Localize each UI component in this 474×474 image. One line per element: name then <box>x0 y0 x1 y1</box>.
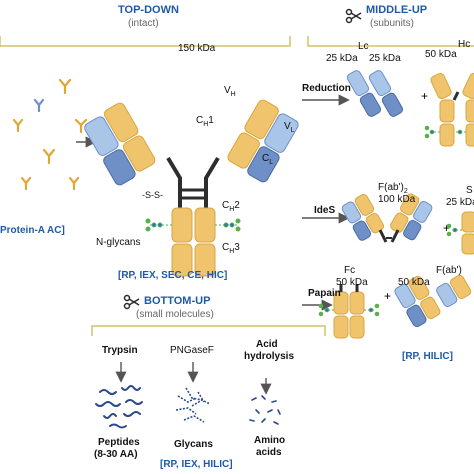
scissors-icon-bottom <box>123 294 140 310</box>
svg-text:+: + <box>384 289 391 303</box>
ch3-label: CH3 <box>222 242 240 256</box>
lc-label: Lc <box>358 41 369 52</box>
bottom-up-subtitle: (small molecules) <box>136 309 214 320</box>
amino-acids-dots <box>249 395 281 425</box>
intact-mass: 150 kDa <box>178 43 216 54</box>
glycan-left <box>145 218 172 232</box>
cl-label: CL <box>262 153 274 167</box>
light-chain-fragment-2 <box>368 70 404 117</box>
acid-label: Acid <box>256 339 278 350</box>
acids-label: acids <box>256 447 282 458</box>
glycans-cluster <box>175 387 211 423</box>
n-glycans-label: N-glycans <box>96 237 141 248</box>
svg-text:+: + <box>421 89 428 103</box>
protein-a-antibody-blue <box>33 98 45 113</box>
glycans-label: Glycans <box>174 439 213 450</box>
intact-antibody <box>84 99 299 277</box>
protein-a-antibodies <box>12 78 88 191</box>
bottom-up-title: BOTTOM-UP <box>144 295 211 307</box>
bottom-up-methods: [RP, IEX, HILIC] <box>160 459 233 470</box>
fc-fragment <box>318 284 380 339</box>
vl-label: VL <box>284 121 295 135</box>
fab-fragment <box>394 275 441 328</box>
scfc-label: S <box>466 185 473 196</box>
top-down-subtitle: (intact) <box>128 18 159 29</box>
peptides-range: (8-30 AA) <box>94 449 138 460</box>
heavy-chain-fragment <box>424 72 474 147</box>
svg-text:+: + <box>443 221 450 235</box>
disulfide-label: -S-S- <box>142 190 163 200</box>
protein-a-label: Protein-A AC] <box>0 225 65 236</box>
fab2-fragment <box>341 193 433 243</box>
fab-fragment-2 <box>436 274 472 308</box>
peptides-squiggles <box>95 385 143 429</box>
light-chain-fragment <box>346 70 382 117</box>
glycan-right <box>215 218 241 232</box>
scfc-fragment <box>446 211 474 255</box>
fc-mass: 50 kDa <box>336 277 368 288</box>
hydrolysis-label: hydrolysis <box>244 351 295 362</box>
fab-label: F(ab') <box>436 265 462 276</box>
lc-mass: 25 kDa <box>326 53 358 64</box>
ides-label: IdeS <box>314 205 336 216</box>
fab2-mass: 100 kDa <box>378 194 416 205</box>
middle-up-title: MIDDLE-UP <box>366 4 428 16</box>
fab2-label: F(ab')2 <box>378 182 408 196</box>
lc-mass-2: 25 kDa <box>369 53 401 64</box>
middle-up-methods: [RP, HILIC] <box>402 351 453 362</box>
top-down-bracket <box>0 36 291 47</box>
scfc-mass: 25 kDa <box>446 197 474 208</box>
ch1-label: CH1 <box>196 115 214 129</box>
middle-up-subtitle: (subunits) <box>370 18 414 29</box>
intact-methods: [RP, IEX, SEC, CE, HIC] <box>118 270 228 281</box>
reduction-label: Reduction <box>302 83 351 94</box>
papain-label: Papain <box>308 288 341 299</box>
fab-mass: 50 kDa <box>398 277 430 288</box>
hc-label: Hc <box>458 39 471 50</box>
middle-up-bracket <box>307 36 474 47</box>
vh-label: VH <box>224 85 236 99</box>
amino-label: Amino <box>254 435 286 446</box>
ch2-label: CH2 <box>222 200 240 214</box>
bottom-up-bracket <box>91 325 326 336</box>
hc-mass: 50 kDa <box>425 49 457 60</box>
scissors-icon-middle <box>345 8 362 24</box>
fc-label: Fc <box>344 265 356 276</box>
trypsin-label: Trypsin <box>102 345 138 356</box>
top-down-title: TOP-DOWN <box>118 4 179 16</box>
pngasef-label: PNGaseF <box>170 345 214 356</box>
peptides-label: Peptides <box>98 437 140 448</box>
